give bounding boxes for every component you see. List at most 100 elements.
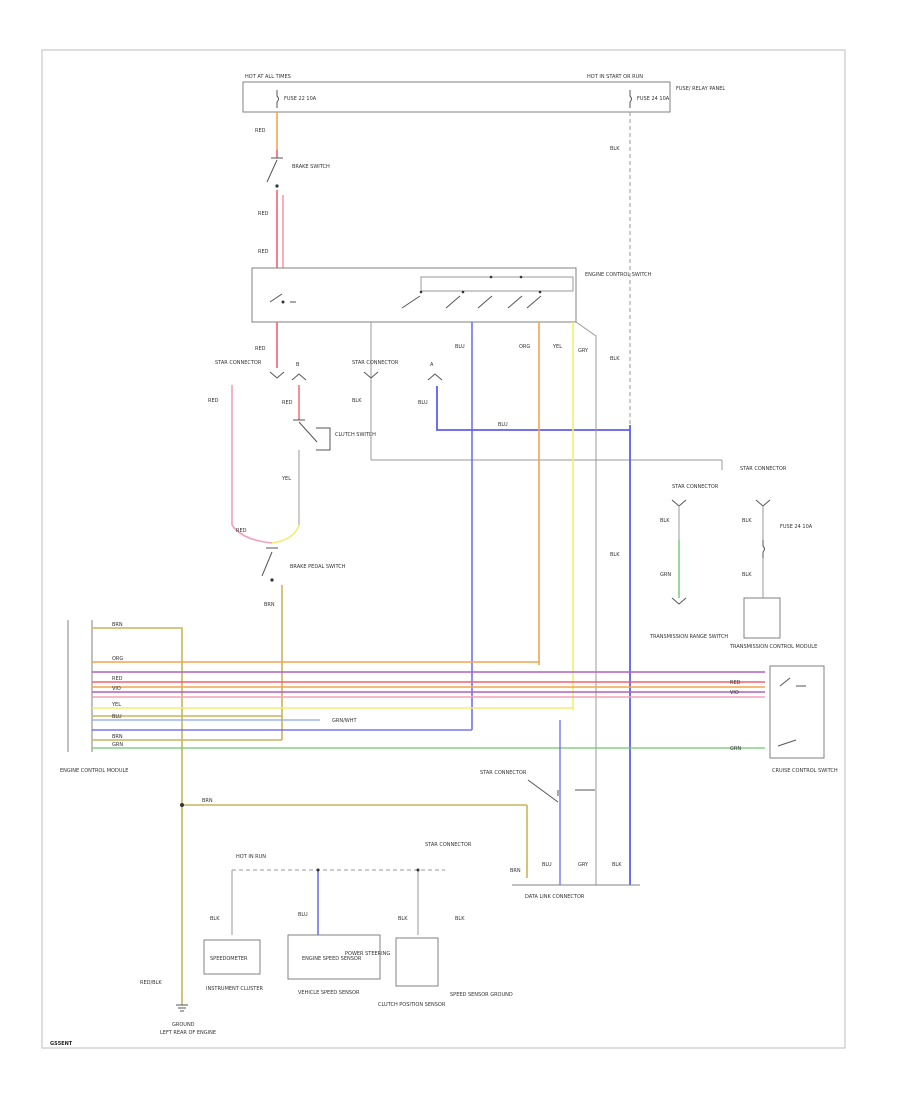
star-connector-2-arrow [363, 371, 379, 379]
bottom-splice-2 [416, 868, 420, 872]
label-star-connector-5: STAR CONNECTOR [480, 770, 527, 776]
wire-label-blk-11: BLK [455, 916, 465, 922]
wire-blue-a [436, 386, 630, 431]
brake-switch-symbol [266, 157, 283, 183]
wire-gray-ecs-right [575, 321, 597, 885]
label-brake-pedal-switch: BRAKE PEDAL SWITCH [290, 564, 346, 570]
footer-code: GS5ENT [50, 1041, 73, 1047]
engine-control-switch-box [251, 267, 577, 323]
label-clutch-position: CLUTCH POSITION SENSOR [378, 1002, 446, 1008]
label-fuse-tcm: FUSE 24 10A [780, 524, 813, 530]
label-power-steering: POWER STEERING [345, 951, 390, 957]
wire-label-blk-8: BLK [612, 862, 622, 868]
ecs-dot-2 [461, 290, 465, 294]
ecs-dot-left [281, 300, 285, 304]
label-hot-at-all-times: HOT AT ALL TIMES [245, 74, 291, 80]
brake-pedal-switch-contact [270, 578, 274, 582]
wire-label-blk-1: BLK [610, 146, 620, 152]
wire-label-tan-1: BRN [264, 602, 275, 608]
dlc-switch-symbol [527, 779, 595, 803]
label-vehicle-speed: VEHICLE SPEED SENSOR [298, 990, 360, 996]
fuse-panel-box [242, 81, 671, 113]
brake-switch-contact [275, 184, 279, 188]
ecs-dot-4 [519, 275, 523, 279]
wire-label-brn-1: BRN [112, 622, 123, 628]
wire-tan-ecm-1 [92, 627, 183, 1005]
label-star-connector-3: STAR CONNECTOR [672, 484, 719, 490]
cruise-switch-bottom [777, 739, 797, 747]
wire-label-red-2: RED [258, 211, 269, 217]
wire-label-red-5: RED [208, 398, 219, 404]
ecs-switch-1 [401, 295, 421, 309]
wire-label-grn-wht: GRN/WHT [332, 718, 357, 724]
star-connector-1-arrow [269, 371, 285, 379]
dlc-splice-dot [180, 803, 184, 807]
wire-label-grn-1: GRN [112, 742, 123, 748]
clutch-connector-arrow [291, 373, 307, 381]
instrument-cluster-box [203, 939, 261, 975]
wire-label-grn-2: GRN [730, 746, 741, 752]
label-fuse-left: FUSE 22 10A [284, 96, 317, 102]
pin-a-arrow [427, 373, 443, 381]
label-transmission-control: TRANSMISSION CONTROL MODULE [729, 644, 817, 650]
label-cruise-control-switch: CRUISE CONTROL SWITCH [772, 768, 838, 774]
tcm-fuse-symbol [762, 540, 765, 558]
ecs-switch-4 [507, 295, 523, 309]
label-star-connector-4: STAR CONNECTOR [740, 466, 787, 472]
label-fuse-relay-panel: FUSE/ RELAY PANEL [676, 86, 725, 92]
wire-label-blk-4: BLK [610, 552, 620, 558]
tcm-box [743, 597, 781, 639]
wire-label-blk-3: BLK [352, 398, 362, 404]
bottom-splice-1 [316, 868, 320, 872]
fuse-right-symbol [629, 90, 632, 108]
ecs-switch-3 [477, 295, 493, 309]
wire-label-blk-6: BLK [742, 518, 752, 524]
label-ground-point: LEFT REAR OF ENGINE [160, 1030, 216, 1036]
label-hot-in-start-run: HOT IN START OR RUN [587, 74, 643, 80]
wire-label-red-3: RED [258, 249, 269, 255]
wire-label-vio-1: VIO [112, 686, 121, 692]
label-engine-control-switch: ENGINE CONTROL SWITCH [585, 272, 652, 278]
wire-label-red-6: RED [282, 400, 293, 406]
clutch-position-box [395, 937, 439, 987]
cruise-control-switch-box [769, 665, 825, 759]
ecs-inner-frame [420, 276, 574, 292]
wire-label-red-9: RED [730, 680, 741, 686]
wire-label-blu-2: BLU [498, 422, 508, 428]
label-clutch-switch: CLUTCH SWITCH [335, 432, 376, 438]
wire-label-blu-3: BLU [455, 344, 465, 350]
wire-label-blu-4: BLU [112, 714, 122, 720]
ecs-switch-5 [526, 295, 542, 309]
label-star-connector-2: STAR CONNECTOR [352, 360, 399, 366]
label-star-connector-1: STAR CONNECTOR [215, 360, 262, 366]
label-fuse-right: FUSE 24 10A [637, 96, 670, 102]
wire-label-grn-3: GRN [660, 572, 671, 578]
wire-label-blk-7: BLK [742, 572, 752, 578]
wire-label-yel-3: YEL [111, 702, 121, 708]
wire-label-yel-2: YEL [552, 344, 562, 350]
label-engine-speed: ENGINE SPEED SENSOR [302, 956, 362, 962]
wire-pink-join [231, 524, 273, 544]
ecs-dot-5 [538, 290, 542, 294]
clutch-switch-symbol [293, 419, 331, 451]
trs-connector-arrow [671, 597, 687, 605]
ecs-dot-3 [489, 275, 493, 279]
wire-label-blk-10: BLK [398, 916, 408, 922]
label-star-connector-6: STAR CONNECTOR [425, 842, 472, 848]
wire-label-vio-2: VIO [730, 690, 739, 696]
wire-label-brn-4: BRN [510, 868, 521, 874]
label-ecm: ENGINE CONTROL MODULE [60, 768, 128, 774]
ecs-dot-1 [419, 290, 423, 294]
wire-label-red-8: RED [112, 676, 123, 682]
label-pin-b: B [296, 362, 300, 368]
label-data-link: DATA LINK CONNECTOR [525, 894, 585, 900]
star-connector-4-arrow [755, 499, 771, 507]
label-pin-a: A [430, 362, 434, 368]
wire-label-blu-6: BLU [298, 912, 308, 918]
star-connector-3-arrow [671, 499, 687, 507]
cruise-switch-top [779, 677, 806, 687]
wire-label-org-1: ORG [519, 344, 530, 350]
ecs-switch-left [269, 293, 296, 303]
ecs-switch-2 [445, 295, 461, 309]
